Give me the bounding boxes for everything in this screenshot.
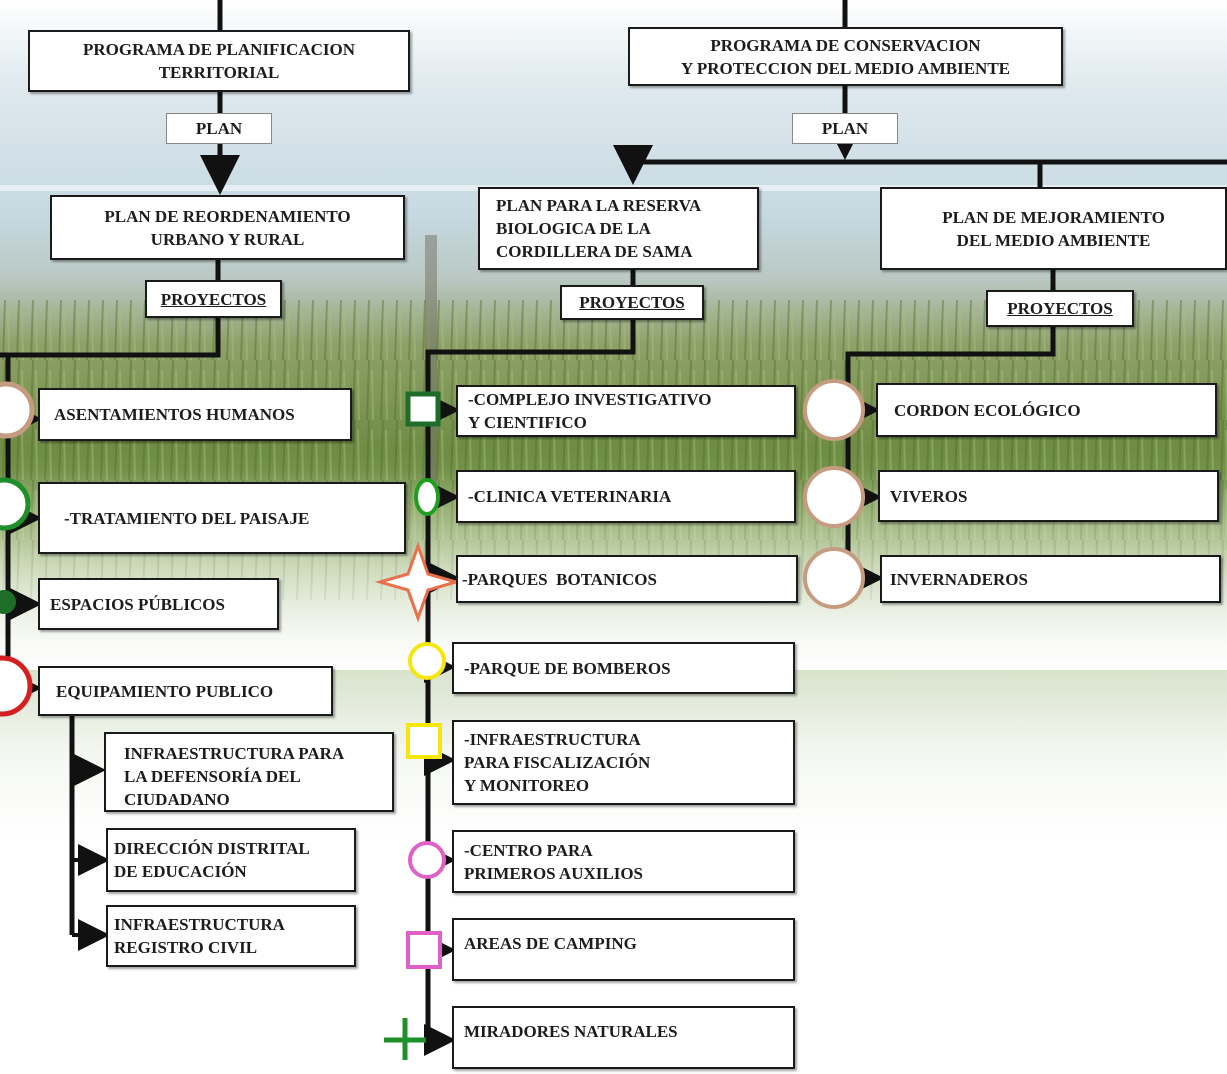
plan-reserva-box: PLAN PARA LA RESERVA BIOLOGICA DE LA COR… [478, 187, 759, 270]
project-asentamientos-humanos: ASENTAMIENTOS HUMANOS [38, 388, 352, 441]
marker-darkgreen-circle [0, 590, 16, 614]
plan-reordenamiento-box: PLAN DE REORDENAMIENTO URBANO Y RURAL [50, 195, 405, 260]
project-parques-botanicos: -PARQUES BOTANICOS [456, 555, 798, 603]
project-equipamiento-publico: EQUIPAMIENTO PUBLICO [38, 666, 333, 716]
project-miradores-naturales: MIRADORES NATURALES [452, 1006, 795, 1069]
project-viveros: VIVEROS [878, 470, 1219, 522]
marker-star-orange-icon [374, 541, 462, 623]
project-clinica-veterinaria: -CLINICA VETERINARIA [456, 470, 796, 523]
project-espacios-publicos: ESPACIOS PÚBLICOS [38, 578, 279, 630]
marker-cross-green-icon [384, 1018, 426, 1060]
proyectos-label-middle: PROYECTOS [560, 285, 704, 320]
program-planificacion-box: PROGRAMA DE PLANIFICACION TERRITORIAL [28, 30, 410, 92]
marker-circle-yellow-icon [408, 642, 446, 680]
proyectos-label-left: PROYECTOS [145, 280, 282, 318]
marker-brown-circle-3 [803, 547, 865, 609]
project-infraestructura-fiscalizacion: -INFRAESTRUCTURA PARA FISCALIZACIÓN Y MO… [452, 720, 795, 805]
marker-ellipse-green-icon [414, 478, 440, 516]
subproject-direccion-educacion: DIRECCIÓN DISTRITAL DE EDUCACIÓN [106, 828, 356, 892]
marker-square-green-icon [405, 391, 441, 427]
subproject-defensoria: INFRAESTRUCTURA PARA LA DEFENSORÍA DEL C… [104, 732, 394, 812]
project-centro-primeros-auxilios: -CENTRO PARA PRIMEROS AUXILIOS [452, 830, 795, 893]
project-areas-camping: AREAS DE CAMPING [452, 918, 795, 981]
project-invernaderos: INVERNADEROS [880, 555, 1221, 603]
plan-mejoramiento-box: PLAN DE MEJORAMIENTO DEL MEDIO AMBIENTE [880, 187, 1227, 270]
plan-label-right: PLAN [792, 113, 898, 144]
program-conservacion-box: PROGRAMA DE CONSERVACION Y PROTECCION DE… [628, 27, 1063, 86]
subproject-registro-civil: INFRAESTRUCTURA REGISTRO CIVIL [106, 905, 356, 967]
marker-brown-circle-1 [803, 379, 865, 441]
marker-square-pink-icon [406, 931, 442, 969]
marker-circle-pink-icon [408, 841, 446, 879]
marker-square-yellow-icon [406, 723, 442, 759]
project-parque-bomberos: -PARQUE DE BOMBEROS [452, 642, 795, 694]
project-complejo-investigativo: -COMPLEJO INVESTIGATIVO Y CIENTIFICO [456, 385, 796, 437]
project-tratamiento-paisaje: -TRATAMIENTO DEL PAISAJE [38, 482, 406, 554]
marker-brown-circle-2 [803, 466, 865, 528]
marker-brown-circle [0, 381, 35, 439]
proyectos-label-right: PROYECTOS [986, 290, 1134, 327]
marker-green-circle [0, 477, 31, 531]
plan-label-left: PLAN [166, 113, 272, 144]
project-cordon-ecologico: CORDON ECOLÓGICO [876, 383, 1217, 437]
marker-red-circle [0, 655, 33, 717]
